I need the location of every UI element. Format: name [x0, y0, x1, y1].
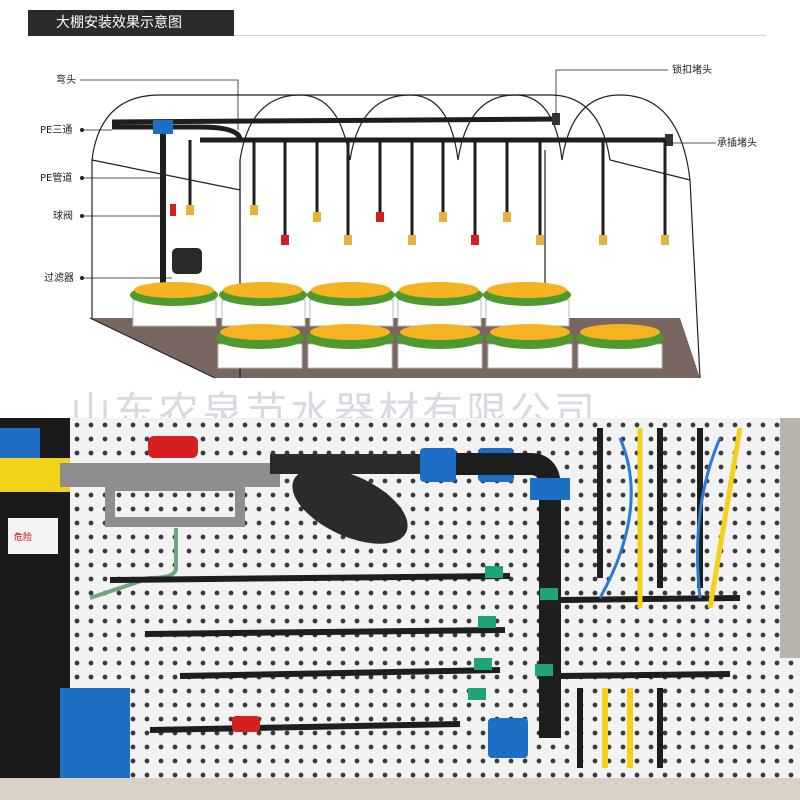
disc-filter	[292, 468, 408, 544]
callout-lines	[80, 69, 716, 279]
label-filter: 过滤器	[44, 271, 74, 284]
label-elbow: 弯头	[56, 73, 76, 86]
bottom-blue-coupling	[488, 718, 528, 758]
sprinkler	[186, 140, 194, 215]
drip-lines	[109, 573, 741, 733]
sprinkler	[599, 140, 607, 245]
sprinkler	[376, 140, 384, 222]
sprinkler	[313, 140, 321, 222]
planter	[396, 324, 484, 369]
label-ball-valve: 球阀	[53, 209, 73, 222]
planter	[216, 324, 304, 369]
main-pe-pipe	[270, 454, 430, 474]
sprinkler	[471, 140, 479, 245]
elbow-coupling	[530, 478, 570, 500]
planter	[576, 324, 664, 369]
floor-strip	[0, 778, 800, 800]
micro-sprinklers	[577, 427, 743, 768]
label-lock-cap: 锁扣堵头	[672, 63, 712, 76]
planter	[486, 324, 574, 369]
sprinkler	[536, 140, 544, 245]
sprinkler	[250, 140, 258, 215]
side-pegboard	[690, 658, 800, 800]
red-valve-handle	[148, 436, 198, 458]
socket-cap-fitting	[665, 134, 673, 146]
blue-coupling-1	[420, 448, 456, 482]
planters-back-row	[130, 282, 571, 327]
sprinkler	[408, 140, 416, 245]
planters-front-row	[216, 324, 664, 369]
red-valve-lower	[232, 716, 260, 732]
top-left-coupling	[0, 428, 40, 458]
planter	[395, 282, 483, 327]
planter	[219, 282, 307, 327]
planter	[307, 282, 395, 327]
planter	[483, 282, 571, 327]
hanging-sprinklers	[186, 140, 669, 245]
ball-valve-handle	[170, 204, 176, 216]
label-socket-cap: 承插堵头	[717, 136, 757, 149]
planter	[306, 324, 394, 369]
label-pe-pipe: PE管道	[40, 171, 72, 184]
planter	[130, 282, 218, 327]
filter-body	[172, 248, 202, 274]
green-valves	[468, 566, 558, 700]
greenhouse-diagram: 弯头 PE三通 PE管道 球阀 过滤器 锁扣堵头 承插堵头	[40, 63, 757, 379]
warning-label	[8, 518, 58, 554]
yellow-fitting	[0, 458, 70, 492]
pe-tee-fitting	[153, 120, 173, 134]
title-divider	[234, 35, 766, 36]
sprinkler	[503, 140, 511, 222]
sprinkler	[344, 140, 352, 245]
label-pe-tee: PE三通	[40, 124, 72, 136]
section-title-banner: 大棚安装效果示意图	[28, 10, 234, 36]
pe-pipes	[111, 116, 670, 310]
warning-label-text: 危险	[14, 531, 32, 543]
lock-cap-fitting	[552, 113, 560, 125]
sprinkler	[439, 140, 447, 222]
product-photo: 危险	[0, 418, 800, 800]
venturi-bypass	[105, 481, 245, 527]
sprinkler	[281, 140, 289, 245]
bottom-left-coupling	[60, 688, 130, 778]
sprinkler	[661, 140, 669, 245]
